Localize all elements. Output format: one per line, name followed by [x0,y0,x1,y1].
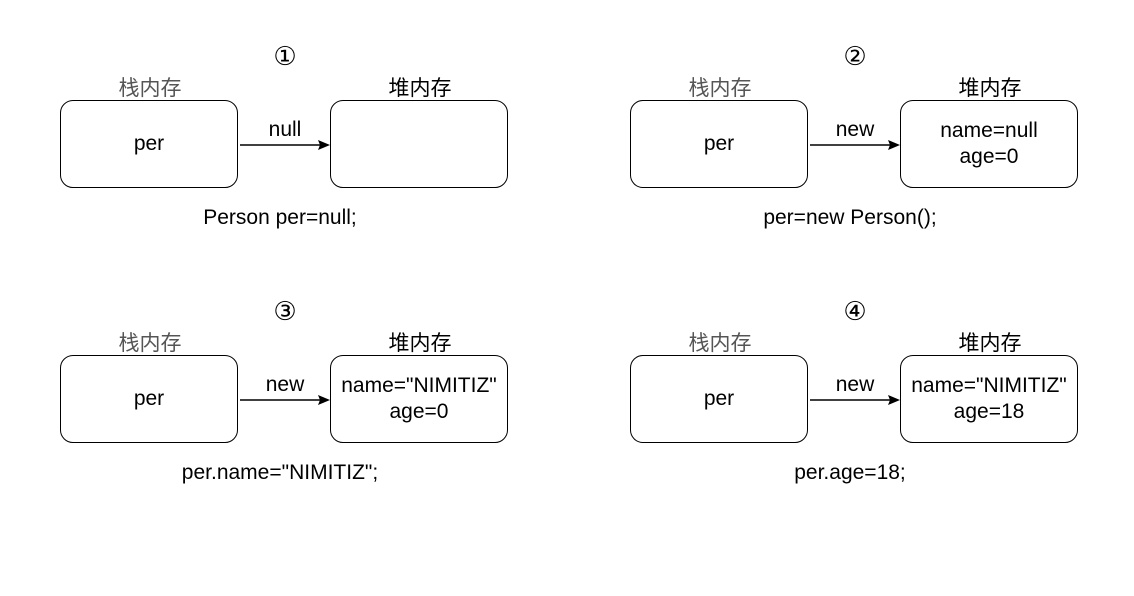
arrow-label: new [265,373,305,396]
stack-box: per [60,355,238,443]
stack-memory-label: 栈内存 [688,76,752,100]
heap-box: name=null age=0 [900,100,1078,188]
heap-memory-label: 堆内存 [388,76,452,100]
step-number: ① [273,42,297,72]
heap-memory-label: 堆内存 [388,331,452,355]
reference-arrow [810,140,900,150]
code-statement: per.name="NIMITIZ"; [181,461,379,484]
diagram-panel-4: ④ 栈内存 堆内存 per new name="NIMITIZ" age=18 … [620,295,1080,495]
heap-field-name: name="NIMITIZ" [341,374,497,397]
heap-memory-label: 堆内存 [958,76,1022,100]
heap-field-name: name=null [940,119,1038,142]
stack-memory-label: 栈内存 [688,331,752,355]
reference-arrow [240,140,330,150]
step-number: ④ [843,297,867,327]
heap-box: name="NIMITIZ" age=18 [900,355,1078,443]
heap-field-age: age=0 [389,400,449,423]
heap-field-age: age=0 [959,145,1019,168]
stack-variable: per [133,387,165,410]
code-statement: per=new Person(); [763,206,937,229]
diagram-panel-1: ① 栈内存 堆内存 per null Person per=null; [50,40,510,240]
heap-box: name="NIMITIZ" age=0 [330,355,508,443]
code-statement: per.age=18; [794,461,906,484]
stack-memory-label: 栈内存 [118,331,182,355]
stack-box: per [630,355,808,443]
arrow-label: null [268,118,302,141]
heap-memory-label: 堆内存 [958,331,1022,355]
stack-variable: per [703,387,735,410]
step-number: ③ [273,297,297,327]
arrow-label: new [835,373,875,396]
heap-field-name: name="NIMITIZ" [911,374,1067,397]
stack-box: per [630,100,808,188]
arrow-label: new [835,118,875,141]
stack-variable: per [703,132,735,155]
step-number: ② [843,42,867,72]
reference-arrow [810,395,900,405]
heap-field-age: age=18 [953,400,1025,423]
reference-arrow [240,395,330,405]
diagram-panel-2: ② 栈内存 堆内存 per new name=null age=0 per=ne… [620,40,1080,240]
stack-box: per [60,100,238,188]
stack-memory-label: 栈内存 [118,76,182,100]
diagram-panel-3: ③ 栈内存 堆内存 per new name="NIMITIZ" age=0 p… [50,295,510,495]
heap-box [330,100,508,188]
code-statement: Person per=null; [203,206,357,229]
stack-variable: per [133,132,165,155]
